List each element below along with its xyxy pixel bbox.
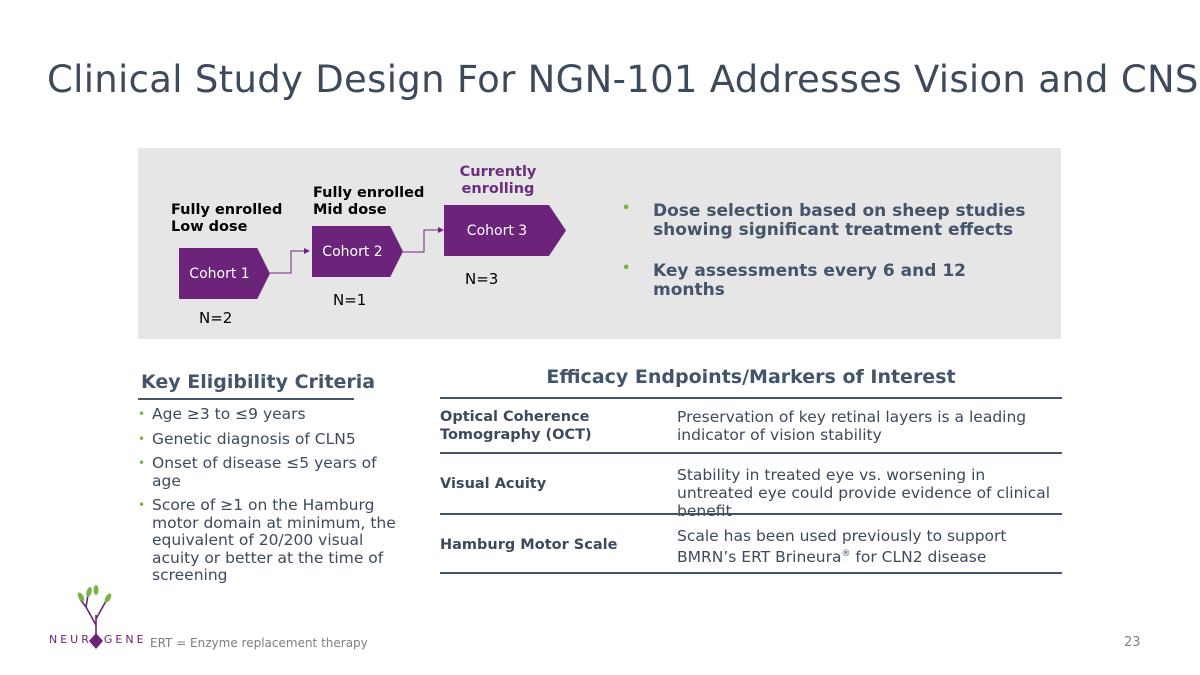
table-top-rule bbox=[440, 397, 1062, 399]
table-bottom-rule bbox=[440, 572, 1062, 574]
cohort-2-arrow: Cohort 2 bbox=[312, 226, 403, 277]
cohort-2-status-line2: Mid dose bbox=[313, 202, 387, 218]
cohort-1-status: Fully enrolled Low dose bbox=[171, 202, 282, 236]
eligibility-item: •Age ≥3 to ≤9 years bbox=[138, 405, 306, 423]
cohort-2-label: Cohort 2 bbox=[322, 243, 383, 260]
cohort-1-label: Cohort 1 bbox=[189, 265, 250, 282]
endpoint-name-visual-acuity: Visual Acuity bbox=[440, 476, 547, 492]
cohort-1-n: N=2 bbox=[199, 309, 233, 327]
endpoint-name-oct: Optical Coherence Tomography (OCT) bbox=[440, 409, 592, 443]
endpoint-desc-visual-acuity: Stability in treated eye vs. worsening i… bbox=[677, 466, 1051, 520]
cohort-3-status: Currently enrolling bbox=[440, 164, 556, 198]
cohort-2-status-line1: Fully enrolled bbox=[313, 185, 425, 201]
endpoint-desc-oct: Preservation of key retinal layers is a … bbox=[677, 408, 1027, 444]
page-title: Clinical Study Design For NGN-101 Addres… bbox=[47, 58, 1199, 101]
cohort-connector-arrows bbox=[270, 227, 444, 274]
design-bullet-1: • Dose selection based on sheep studies … bbox=[622, 201, 1042, 240]
design-bullet-2-text: Key assessments every 6 and 12 months bbox=[653, 261, 966, 300]
endpoint-desc-hamburg: Scale has been used previously to suppor… bbox=[677, 527, 1007, 567]
endpoints-heading: Efficacy Endpoints/Markers of Interest bbox=[546, 366, 956, 388]
cohort-3-label: Cohort 3 bbox=[466, 222, 528, 239]
cohort-3-arrow: Cohort 3 bbox=[444, 205, 566, 256]
table-row-divider bbox=[440, 452, 1062, 454]
cohort-1-status-line1: Fully enrolled bbox=[171, 202, 283, 218]
page-number: 23 bbox=[1124, 635, 1141, 650]
cohort-1-status-line2: Low dose bbox=[171, 219, 248, 235]
design-bullet-1-text: Dose selection based on sheep studies sh… bbox=[653, 201, 1026, 240]
cohort-2-n: N=1 bbox=[333, 291, 367, 309]
eligibility-item: •Onset of disease ≤5 years of age bbox=[138, 454, 377, 490]
eligibility-heading-underline bbox=[138, 398, 354, 400]
eligibility-item: •Genetic diagnosis of CLN5 bbox=[138, 429, 356, 448]
eligibility-list: •Age ≥3 to ≤9 years •Genetic diagnosis o… bbox=[138, 405, 408, 592]
cohort-1-arrow: Cohort 1 bbox=[179, 248, 270, 299]
neurogene-logo-icon bbox=[77, 585, 112, 649]
cohort-3-status-line1: Currently bbox=[459, 164, 537, 180]
cohort-3-n: N=3 bbox=[465, 270, 499, 288]
cohort-3-status-line2: enrolling bbox=[461, 181, 535, 197]
footnote: ERT = Enzyme replacement therapy bbox=[150, 636, 368, 650]
eligibility-item: •Score of ≥1 on the Hamburg motor domain… bbox=[138, 496, 396, 584]
table-row-divider bbox=[440, 513, 1062, 515]
endpoint-name-hamburg: Hamburg Motor Scale bbox=[440, 537, 618, 553]
eligibility-heading: Key Eligibility Criteria bbox=[141, 371, 376, 393]
cohort-2-status: Fully enrolled Mid dose bbox=[313, 185, 424, 219]
study-design-panel bbox=[138, 148, 1061, 339]
design-bullet-2: • Key assessments every 6 and 12 months bbox=[622, 261, 1042, 300]
